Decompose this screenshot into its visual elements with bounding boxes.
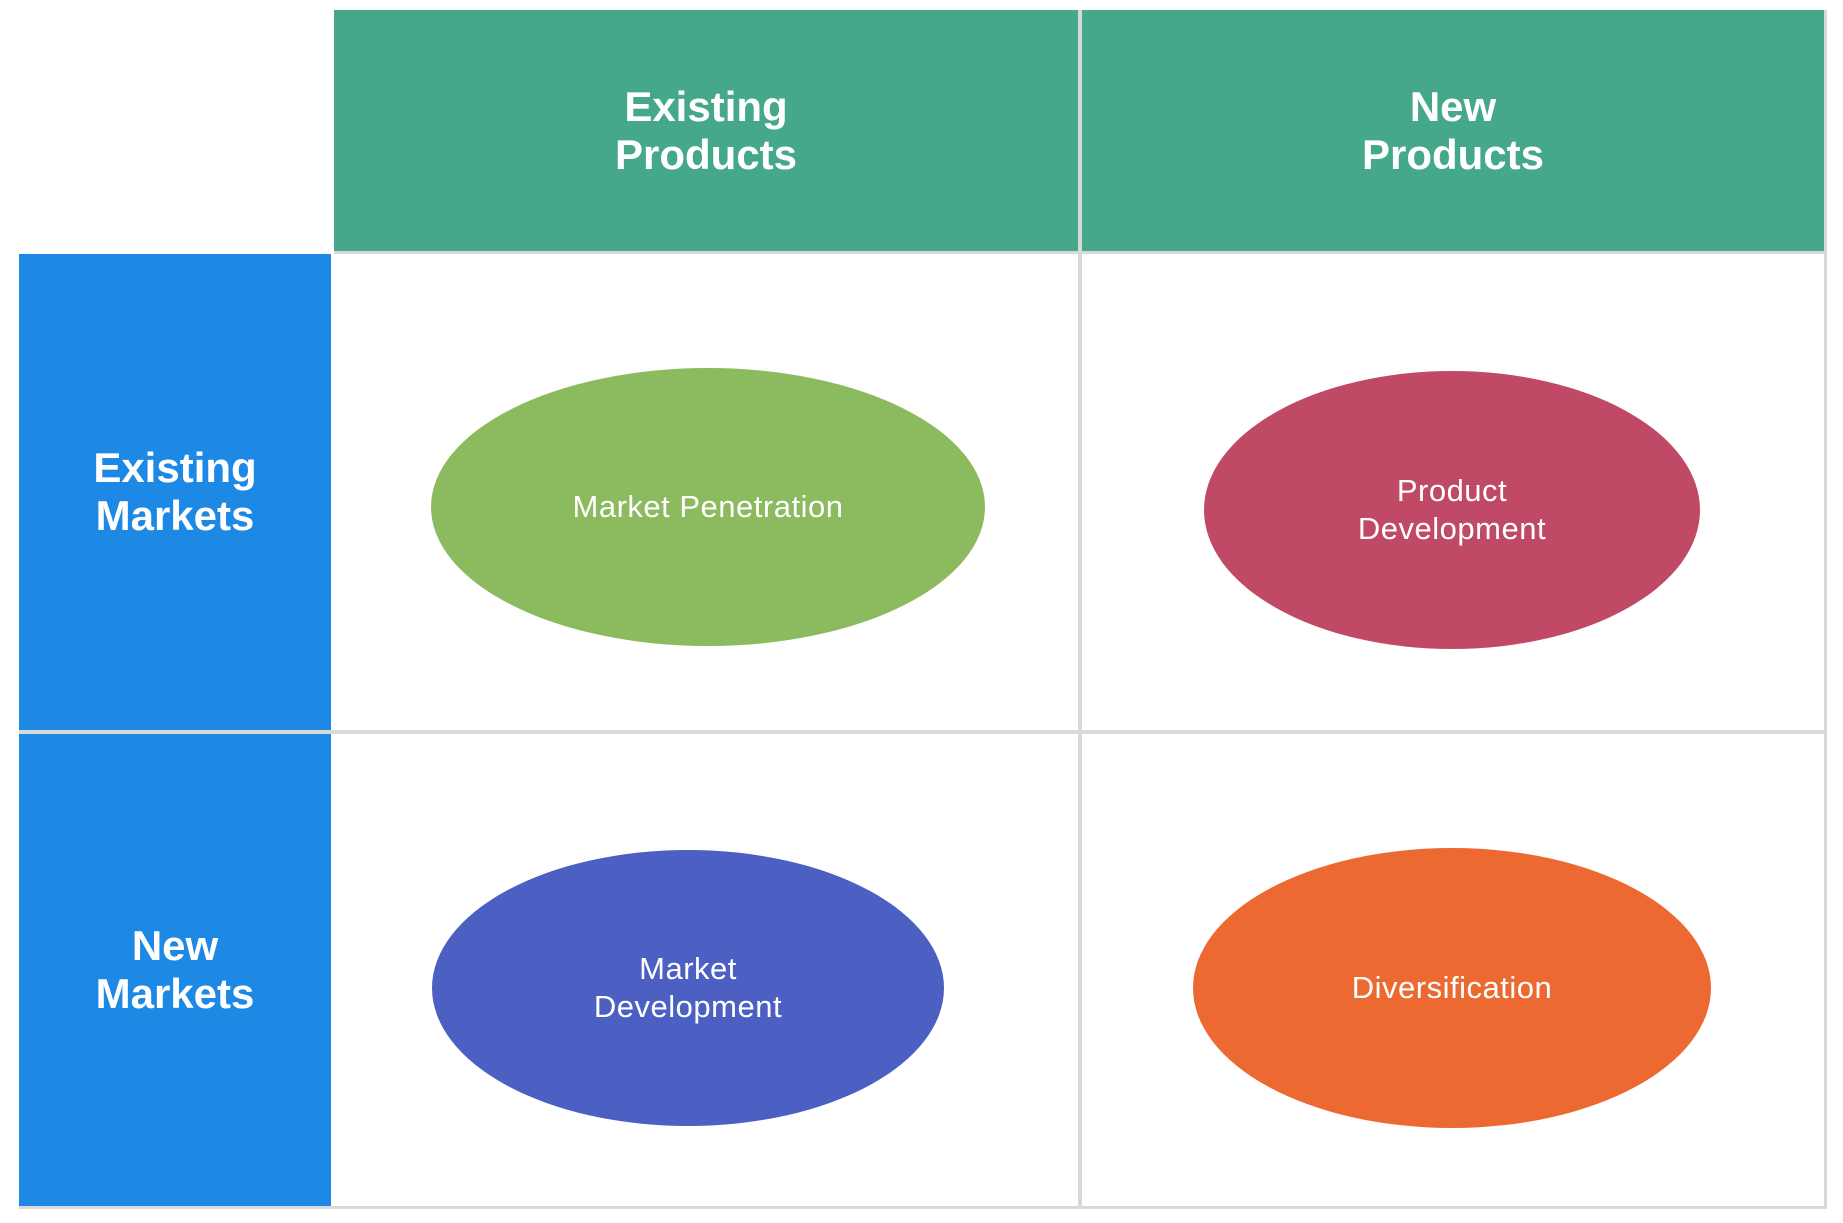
ellipse-diversification: Diversification (1193, 848, 1711, 1128)
row-header-existing-markets: Existing Markets (19, 254, 331, 730)
grid-bottom-border (19, 1206, 1827, 1209)
ellipse-label: Market Development (593, 951, 783, 1024)
ellipse-label: Diversification (1351, 970, 1553, 1005)
grid-row-divider (19, 730, 1827, 734)
ellipse-label: Market Penetration (572, 489, 844, 524)
grid-header-divider (334, 251, 1827, 254)
ellipse-product-development: Product Development (1204, 371, 1700, 649)
ellipse-market-development: Market Development (432, 850, 944, 1126)
ellipse-label: Product Development (1357, 473, 1547, 546)
grid-column-divider (1078, 10, 1082, 1209)
column-header-new-products: New Products (1082, 10, 1824, 251)
ellipse-market-penetration: Market Penetration (431, 368, 985, 646)
row-header-new-markets: New Markets (19, 734, 331, 1206)
row-header-label: New Markets (95, 922, 255, 1017)
row-header-label: Existing Markets (93, 444, 257, 539)
grid-right-border (1824, 10, 1827, 1209)
column-header-label: New Products (1361, 82, 1545, 178)
column-header-existing-products: Existing Products (334, 10, 1078, 251)
column-header-label: Existing Products (614, 82, 798, 178)
